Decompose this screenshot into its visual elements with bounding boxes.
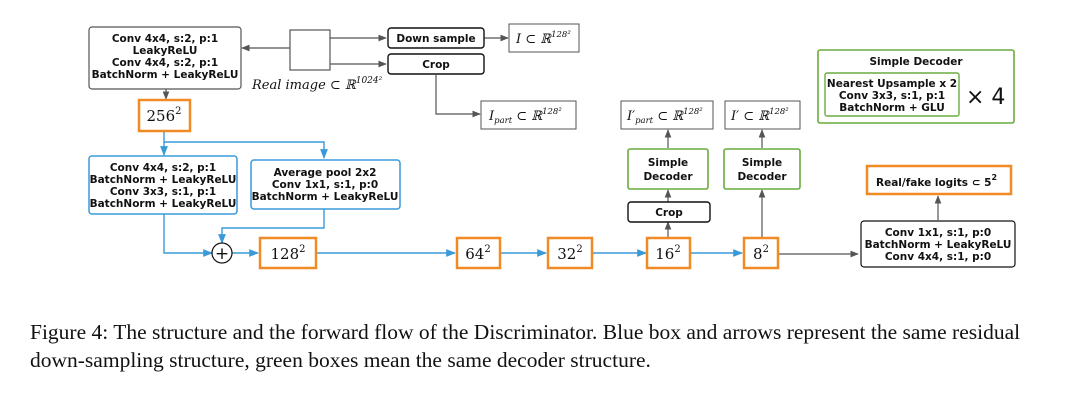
svg-text:Average pool 2x2: Average pool 2x2 xyxy=(274,167,377,179)
simple-decoder-right: Simple Decoder xyxy=(723,148,801,190)
arrow-crop-to-Ipart xyxy=(435,75,481,118)
svg-text:I ⊂ ℝ128²: I ⊂ ℝ128² xyxy=(515,30,571,47)
svg-text:Conv 3x3, s:1, p:1: Conv 3x3, s:1, p:1 xyxy=(110,186,216,198)
svg-text:162: 162 xyxy=(655,244,680,263)
svg-text:Decoder: Decoder xyxy=(643,171,693,183)
feature-128-box: 1282 xyxy=(258,236,318,270)
real-image-square xyxy=(289,29,331,71)
feature-16-box: 162 xyxy=(645,236,692,270)
svg-text:Conv 1x1, s:1, p:0: Conv 1x1, s:1, p:0 xyxy=(272,179,378,191)
svg-text:BatchNorm + GLU: BatchNorm + GLU xyxy=(839,102,945,114)
svg-text:Ipart ⊂ ℝ128²: Ipart ⊂ ℝ128² xyxy=(488,107,562,126)
crop-box-top: Crop xyxy=(387,53,485,75)
svg-text:Down sample: Down sample xyxy=(396,33,475,45)
output-Ipart-prime-box: I′part ⊂ ℝ128² xyxy=(620,100,714,130)
svg-text:BatchNorm + LeakyReLU: BatchNorm + LeakyReLU xyxy=(90,174,237,186)
arrow-res-right-to-plus xyxy=(218,209,325,244)
crop-box-mid: Crop xyxy=(627,201,711,223)
svg-text:Real/fake logits ⊂ 52: Real/fake logits ⊂ 52 xyxy=(876,173,997,189)
svg-text:I′ ⊂ ℝ128²: I′ ⊂ ℝ128² xyxy=(730,107,789,124)
real-image-label: Real image ⊂ ℝ1024² xyxy=(251,76,383,93)
svg-text:BatchNorm + LeakyReLU: BatchNorm + LeakyReLU xyxy=(252,191,399,203)
discriminator-diagram: Conv 4x4, s:2, p:1 LeakyReLU Conv 4x4, s… xyxy=(88,23,1016,270)
svg-text:Crop: Crop xyxy=(422,59,450,71)
svg-text:Conv 4x4, s:1, p:0: Conv 4x4, s:1, p:0 xyxy=(885,251,991,263)
simple-decoder-left: Simple Decoder xyxy=(627,148,709,190)
legend-times-four: × 4 xyxy=(966,85,1005,110)
arrow-256-branch-split xyxy=(163,132,328,159)
final-conv-block: Conv 1x1, s:1, p:0 BatchNorm + LeakyReLU… xyxy=(860,220,1016,268)
svg-text:322: 322 xyxy=(557,244,582,263)
input-conv-line-3: Conv 4x4, s:2, p:1 xyxy=(112,57,218,69)
svg-text:BatchNorm + LeakyReLU: BatchNorm + LeakyReLU xyxy=(865,239,1012,251)
input-conv-line-2: LeakyReLU xyxy=(133,45,198,57)
simple-decoder-legend: Simple Decoder Nearest Upsample x 2 Conv… xyxy=(817,49,1015,124)
input-conv-line-1: Conv 4x4, s:2, p:1 xyxy=(112,33,218,45)
feature-256-box: 2562 xyxy=(137,98,192,133)
svg-text:Conv 4x4, s:2, p:1: Conv 4x4, s:2, p:1 xyxy=(110,162,216,174)
input-conv-line-4: BatchNorm + LeakyReLU xyxy=(92,69,239,81)
legend-inner-box xyxy=(824,72,960,117)
input-conv-block: Conv 4x4, s:2, p:1 LeakyReLU Conv 4x4, s… xyxy=(88,26,242,90)
svg-text:Conv 3x3, s:1, p:1: Conv 3x3, s:1, p:1 xyxy=(839,90,945,102)
svg-text:I′part ⊂ ℝ128²: I′part ⊂ ℝ128² xyxy=(626,107,703,126)
arrow-res-left-to-plus xyxy=(163,214,213,257)
svg-text:2562: 2562 xyxy=(146,106,181,125)
output-I-box: I ⊂ ℝ128² xyxy=(508,23,580,53)
feature-8-box: 82 xyxy=(742,236,780,270)
legend-title: Simple Decoder xyxy=(869,56,963,68)
svg-text:+: + xyxy=(215,244,229,264)
svg-text:Simple: Simple xyxy=(742,157,782,169)
svg-text:Simple: Simple xyxy=(648,157,688,169)
svg-text:Decoder: Decoder xyxy=(737,171,787,183)
output-Iprime-box: I′ ⊂ ℝ128² xyxy=(724,100,801,130)
svg-text:BatchNorm + LeakyReLU: BatchNorm + LeakyReLU xyxy=(90,198,237,210)
blue-connectors xyxy=(160,132,743,257)
output-Ipart-box: Ipart ⊂ ℝ128² xyxy=(480,100,577,130)
down-sample-box: Down sample xyxy=(387,27,485,49)
svg-text:642: 642 xyxy=(465,244,490,263)
svg-text:82: 82 xyxy=(753,244,769,263)
svg-text:Nearest Upsample x 2: Nearest Upsample x 2 xyxy=(827,78,957,90)
feature-64-box: 642 xyxy=(455,236,502,270)
plus-node: + xyxy=(211,242,233,264)
residual-shortcut-block: Average pool 2x2 Conv 1x1, s:1, p:0 Batc… xyxy=(250,159,401,210)
svg-text:Conv 1x1, s:1, p:0: Conv 1x1, s:1, p:0 xyxy=(885,227,991,239)
residual-conv-block: Conv 4x4, s:2, p:1 BatchNorm + LeakyReLU… xyxy=(88,155,238,215)
logits-box: Real/fake logits ⊂ 52 xyxy=(865,164,1013,196)
svg-text:Crop: Crop xyxy=(655,207,683,219)
svg-text:1282: 1282 xyxy=(270,244,305,263)
figure-caption: Figure 4: The structure and the forward … xyxy=(30,320,1021,372)
gray-connectors xyxy=(162,34,942,258)
feature-32-box: 322 xyxy=(546,236,594,270)
